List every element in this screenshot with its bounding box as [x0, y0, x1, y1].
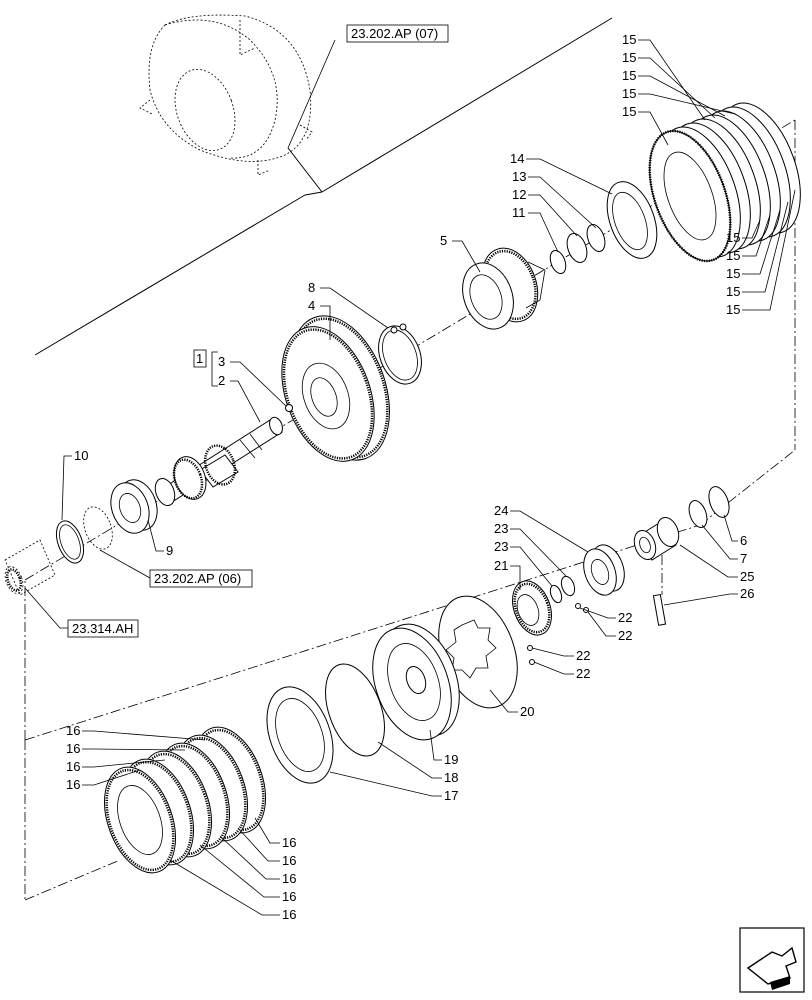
svg-text:22: 22 [576, 666, 590, 681]
svg-text:15: 15 [622, 50, 636, 65]
gear-4 [281, 315, 390, 462]
kit-box [193, 349, 207, 368]
section-divider [34, 194, 306, 356]
ref-housing[interactable]: 23.202.AP (07) [351, 26, 438, 41]
svg-text:14: 14 [510, 151, 524, 166]
housing-phantom [139, 14, 313, 176]
svg-text:16: 16 [66, 759, 80, 774]
ref-shaft-end[interactable]: 23.314.AH [72, 621, 133, 636]
svg-text:7: 7 [740, 551, 747, 566]
svg-text:9: 9 [166, 543, 173, 558]
svg-text:22: 22 [576, 648, 590, 663]
ref-box-bearing[interactable] [149, 569, 253, 588]
svg-text:23: 23 [494, 521, 508, 536]
callouts-15-bottom: 15 15 15 15 15 [726, 189, 796, 317]
svg-text:4: 4 [308, 298, 315, 313]
svg-text:22: 22 [618, 628, 632, 643]
svg-text:15: 15 [622, 68, 636, 83]
pin-26 [652, 593, 667, 626]
callouts-16-left: 16 16 16 16 [66, 723, 206, 792]
pin-3 [285, 404, 293, 412]
svg-text:15: 15 [726, 284, 740, 299]
svg-text:15: 15 [622, 86, 636, 101]
bearing-9 [110, 479, 158, 534]
piston-19 [372, 623, 460, 741]
svg-text:20: 20 [520, 704, 534, 719]
svg-text:16: 16 [66, 777, 80, 792]
svg-text:5: 5 [440, 233, 447, 248]
svg-text:17: 17 [444, 788, 458, 803]
svg-text:24: 24 [494, 503, 508, 518]
ref-box-shaft-end[interactable] [67, 619, 139, 638]
svg-text:2: 2 [218, 373, 225, 388]
svg-text:16: 16 [282, 907, 296, 922]
svg-text:22: 22 [618, 610, 632, 625]
next-page-arrow-icon[interactable] [739, 927, 805, 993]
snap-rings-6-7 [688, 486, 730, 528]
svg-text:13: 13 [512, 169, 526, 184]
callouts-15-top: 15 15 15 15 15 [622, 32, 736, 146]
svg-text:16: 16 [282, 835, 296, 850]
sleeve-25 [633, 516, 680, 561]
svg-text:26: 26 [740, 586, 754, 601]
svg-text:23: 23 [494, 539, 508, 554]
svg-text:8: 8 [308, 280, 315, 295]
snap-ring-10 [55, 520, 85, 564]
svg-text:1: 1 [196, 351, 203, 366]
bearing-24 [583, 544, 625, 596]
disc-20 [438, 595, 518, 709]
svg-text:16: 16 [66, 741, 80, 756]
plate-17 [266, 686, 334, 784]
svg-text:15: 15 [726, 230, 740, 245]
clutch-hub-5 [462, 247, 546, 330]
svg-text:16: 16 [282, 871, 296, 886]
seal-18 [325, 663, 385, 757]
svg-text:21: 21 [494, 558, 508, 573]
hub-21 [512, 580, 552, 636]
svg-text:11: 11 [512, 205, 526, 220]
shaft-2 [154, 416, 283, 507]
svg-text:16: 16 [282, 853, 296, 868]
svg-text:10: 10 [74, 448, 88, 463]
bearing-phantom [83, 506, 113, 550]
shaft-end-phantom [4, 539, 56, 596]
clutch-plates-15 [648, 102, 801, 263]
svg-text:12: 12 [512, 187, 526, 202]
svg-text:3: 3 [218, 354, 225, 369]
svg-text:15: 15 [622, 104, 636, 119]
clutch-plates-16 [104, 726, 266, 874]
callouts-16-right: 16 16 16 16 16 [169, 817, 296, 922]
svg-text:25: 25 [740, 569, 754, 584]
svg-text:16: 16 [282, 889, 296, 904]
ref-box-housing[interactable] [346, 24, 449, 43]
svg-text:15: 15 [622, 32, 636, 47]
svg-text:19: 19 [444, 752, 458, 767]
balls-22 [527, 603, 589, 665]
svg-text:6: 6 [740, 533, 747, 548]
svg-text:15: 15 [726, 302, 740, 317]
svg-text:15: 15 [726, 248, 740, 263]
ring-14 [606, 181, 658, 259]
snap-rings-23 [549, 575, 576, 604]
snap-rings-11-13 [549, 224, 606, 275]
ref-bearing[interactable]: 23.202.AP (06) [154, 571, 241, 586]
snap-ring-8 [378, 323, 422, 385]
svg-text:15: 15 [726, 266, 740, 281]
svg-text:16: 16 [66, 723, 80, 738]
svg-text:18: 18 [444, 770, 458, 785]
